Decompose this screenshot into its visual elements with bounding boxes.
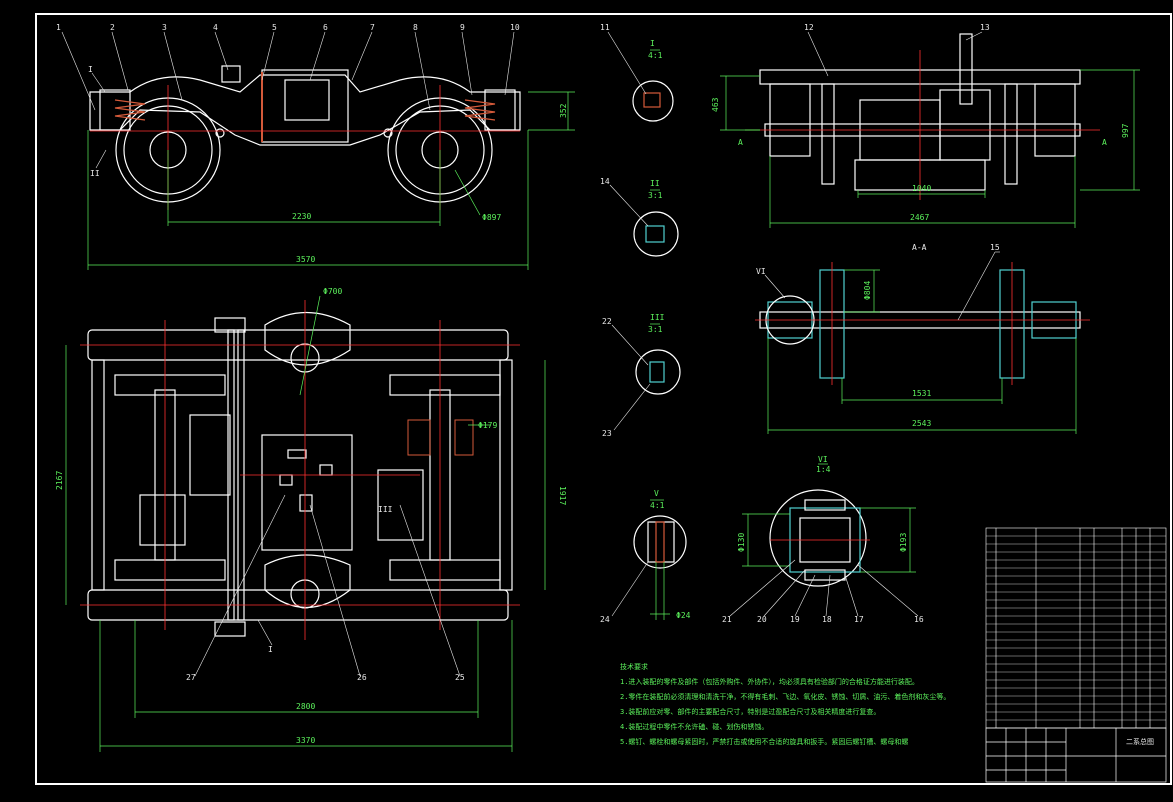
side-callout-10: 10	[510, 23, 520, 32]
wheelset-dim-gauge: 1531	[912, 389, 931, 398]
top-view-leaders	[194, 494, 461, 677]
bearing-dim-left: Φ130	[737, 533, 746, 552]
top-callout-26: 26	[357, 673, 367, 682]
bearing-detail	[769, 489, 867, 587]
end-view-centerlines	[745, 50, 1100, 200]
end-view-leaders	[807, 31, 983, 77]
end-dim-width-outer: 2467	[910, 213, 929, 222]
detail-3-roman: III	[650, 313, 665, 322]
side-view-leaders	[61, 31, 515, 169]
top-view-hatch-a	[407, 419, 431, 456]
end-view-dims	[720, 69, 1140, 228]
notes-line-5: 5.螺钉、螺栓和螺母紧固时，严禁打击或使用不合适的旋具和扳手。紧固后螺钉槽、螺母…	[620, 737, 908, 746]
side-view-dims	[87, 91, 575, 270]
top-dim-width-left: 2167	[55, 471, 64, 490]
wheelset-callout-vi: VI	[756, 267, 766, 276]
top-dim-dia-179: Φ179	[478, 421, 497, 430]
wheelset-callout-15: 15	[990, 243, 1000, 252]
top-view-dims	[65, 295, 546, 752]
bearing-leaders	[729, 559, 919, 617]
parts-list	[985, 527, 1167, 729]
wheelset-leaders	[764, 251, 1000, 321]
detail-callout-22: 22	[602, 317, 612, 326]
wheelset-title: A-A	[912, 243, 927, 252]
bearing-dim-right: Φ193	[899, 533, 908, 552]
bearing-callout-20: 20	[757, 615, 767, 624]
side-callout-3: 3	[162, 23, 167, 32]
detail-2-scale: 3:1	[648, 191, 663, 200]
end-callout-13: 13	[980, 23, 990, 32]
side-dim-wheel-dia: Φ897	[482, 213, 501, 222]
detail-2-roman: II	[650, 179, 660, 188]
side-callout-6: 6	[323, 23, 328, 32]
wheelset-view	[759, 269, 1081, 379]
side-dim-wheelbase: 2230	[292, 212, 311, 221]
notes-line-2: 2.零件在装配前必须清理和清洗干净，不得有毛刺、飞边、氧化皮、锈蚀、切屑、油污、…	[620, 692, 950, 701]
notes-line-1: 1.进入装配的零件及部件（包括外购件、外协件），均必须具有检验部门的合格证方能进…	[620, 677, 919, 686]
detail-views	[632, 80, 687, 569]
side-callout-8: 8	[413, 23, 418, 32]
side-callout-5: 5	[272, 23, 277, 32]
side-callout-roman-2: II	[90, 169, 100, 178]
top-view-centerlines	[80, 300, 520, 640]
side-view	[89, 65, 521, 203]
wheelset-dims	[767, 269, 1077, 434]
detail-5-scale: 4:1	[650, 501, 665, 510]
side-callout-9: 9	[460, 23, 465, 32]
side-callout-1: 1	[56, 23, 61, 32]
detail-leaders	[607, 31, 651, 617]
top-dim-length-inner: 2800	[296, 702, 315, 711]
wheelset-dim-dia: Φ804	[863, 281, 872, 300]
bearing-callout-21: 21	[722, 615, 732, 624]
title-block	[985, 727, 1167, 783]
end-dim-height-right: 997	[1121, 123, 1130, 138]
detail-5-dim: Φ24	[676, 611, 691, 620]
bearing-scale: 1:4	[816, 465, 831, 474]
side-dim-length: 3570	[296, 255, 315, 264]
top-view	[87, 311, 513, 637]
top-dim-dia-700: Φ700	[323, 287, 342, 296]
detail-callout-23: 23	[602, 429, 612, 438]
detail-callout-11: 11	[600, 23, 610, 32]
wheelset-centerlines	[755, 262, 1090, 385]
detail-callout-14: 14	[600, 177, 610, 186]
detail-1-roman: I	[650, 39, 655, 48]
bearing-callout-18: 18	[822, 615, 832, 624]
top-callout-roman-3: III	[378, 505, 393, 514]
detail-1-scale: 4:1	[648, 51, 663, 60]
top-callout-roman-1: I	[268, 645, 273, 654]
notes-line-4: 4.装配过程中零件不允许磕、碰、划伤和锈蚀。	[620, 722, 768, 731]
drawing-border	[35, 13, 1172, 785]
bearing-dims	[742, 463, 916, 573]
detail-3-scale: 3:1	[648, 325, 663, 334]
side-dim-height: 352	[559, 103, 568, 118]
side-callout-2: 2	[110, 23, 115, 32]
end-section-mark-right: A	[1102, 138, 1107, 147]
top-callout-25: 25	[455, 673, 465, 682]
notes-line-3: 3.装配前应对零、部件的主要配合尺寸，特别是过盈配合尺寸及相关精度进行复查。	[620, 707, 880, 716]
bearing-callout-16: 16	[914, 615, 924, 624]
end-section-mark-left: A	[738, 138, 743, 147]
bearing-callout-19: 19	[790, 615, 800, 624]
top-dim-width-right: 1917	[558, 486, 567, 505]
bearing-roman: VI	[818, 455, 828, 464]
top-view-hatch-b	[454, 419, 474, 456]
wheelset-dim-overall: 2543	[912, 419, 931, 428]
detail-callout-24: 24	[600, 615, 610, 624]
parts-rows	[986, 535, 1166, 721]
title-block-drawing-name: 二系总图	[1126, 737, 1154, 746]
side-callout-4: 4	[213, 23, 218, 32]
notes-title: 技术要求	[620, 662, 648, 671]
top-dim-length-outer: 3370	[296, 736, 315, 745]
detail-dims	[650, 49, 670, 620]
end-dim-width-inner: 1040	[912, 184, 931, 193]
end-dim-height-left: 463	[711, 97, 720, 112]
side-callout-7: 7	[370, 23, 375, 32]
end-callout-12: 12	[804, 23, 814, 32]
side-callout-roman-1: I	[88, 65, 93, 74]
bearing-callout-17: 17	[854, 615, 864, 624]
detail-5-roman: V	[654, 489, 659, 498]
top-callout-27: 27	[186, 673, 196, 682]
